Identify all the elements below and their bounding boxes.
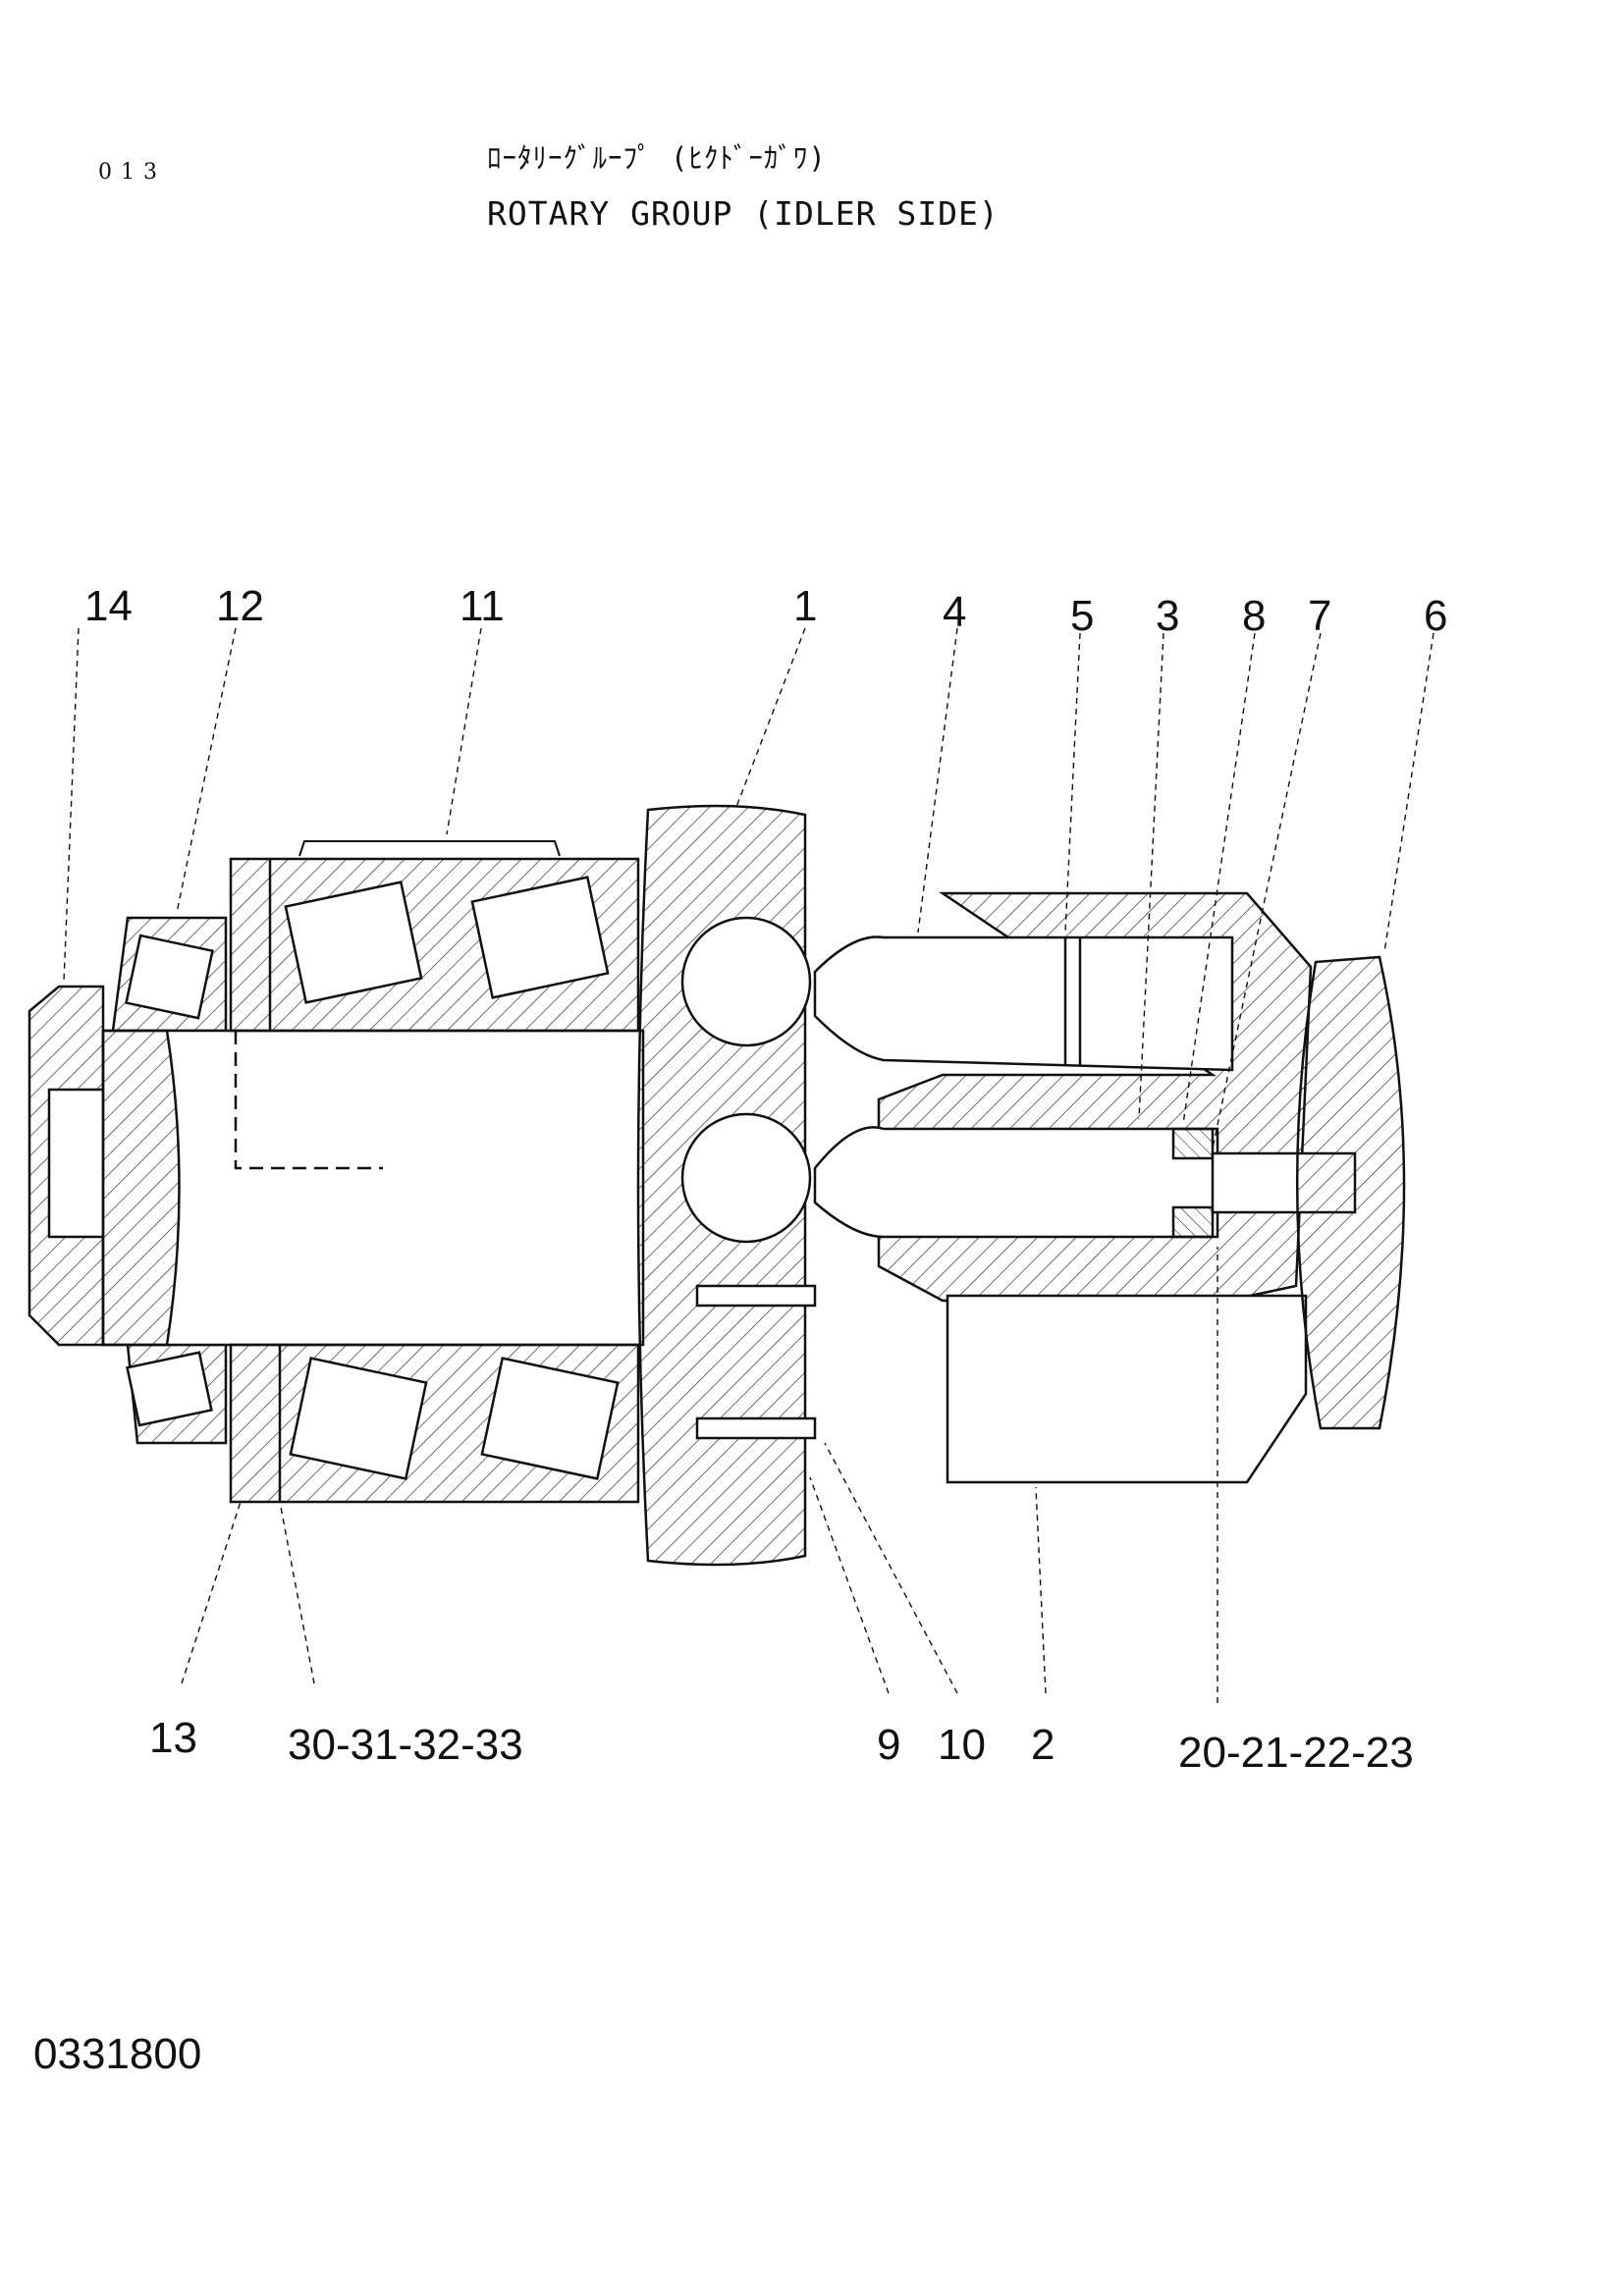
callout-5: 5 — [1070, 592, 1094, 640]
rotary-group-cross-section: 14 12 11 1 4 5 3 8 7 6 13 30-31-32-33 9 … — [27, 582, 1447, 1777]
callout-20-21-22-23: 20-21-22-23 — [1178, 1729, 1414, 1777]
callout-4: 4 — [943, 588, 966, 636]
part-4-piston-upper — [813, 935, 1234, 1072]
shaft-oil-passage — [234, 1031, 383, 1170]
callout-11: 11 — [460, 582, 505, 630]
drawing-number: 0331800 — [33, 2030, 202, 2078]
part-8-spring-lower — [1171, 1205, 1215, 1239]
part-11-roller-3 — [289, 1357, 428, 1480]
leader-5 — [1064, 632, 1081, 934]
part-11-roller-1 — [284, 881, 423, 1004]
part-2-block-base — [946, 1294, 1308, 1484]
callout-1: 1 — [793, 582, 817, 630]
part-12-roller-upper — [125, 934, 214, 1020]
part-11-bracket — [298, 840, 561, 857]
page-code: 013 — [98, 160, 166, 185]
leader-8 — [1182, 632, 1256, 1125]
callout-2: 2 — [1031, 1721, 1055, 1769]
leader-12 — [176, 627, 237, 914]
part-9-bolt-upper — [695, 1284, 817, 1308]
callout-14: 14 — [84, 582, 133, 630]
part-8-spring-upper — [1171, 1127, 1215, 1160]
part-11-roller-2 — [470, 876, 610, 999]
leader-30 — [279, 1501, 315, 1684]
callout-3: 3 — [1156, 592, 1179, 640]
leader-10 — [824, 1442, 958, 1694]
leader-lines — [63, 627, 1434, 1703]
leader-3 — [1138, 632, 1164, 1120]
leader-13 — [181, 1501, 242, 1684]
leader-6 — [1383, 632, 1434, 953]
leader-9 — [809, 1476, 890, 1694]
shaft-end-hatch — [101, 1029, 181, 1347]
leader-7 — [1212, 632, 1322, 1149]
callout-12: 12 — [216, 582, 264, 630]
leader-2 — [1035, 1486, 1047, 1694]
part-10-bolt-lower — [695, 1416, 817, 1440]
callout-30-31-32-33: 30-31-32-33 — [288, 1721, 523, 1769]
part-piston-lower — [813, 1126, 1219, 1239]
callout-8: 8 — [1242, 592, 1266, 640]
callout-13: 13 — [149, 1714, 197, 1762]
part-1-ball-lower — [680, 1112, 812, 1244]
callout-10: 10 — [938, 1721, 986, 1769]
part-6-valve-plate — [1295, 955, 1406, 1430]
title-japanese: ﾛｰﾀﾘｰｸﾞﾙｰﾌﾟ (ﾋｸﾄﾞｰｶﾞﾜ) — [487, 141, 827, 175]
callout-9: 9 — [877, 1721, 900, 1769]
callout-6: 6 — [1424, 592, 1447, 640]
drawing-body — [27, 804, 1406, 1567]
callouts: 14 12 11 1 4 5 3 8 7 6 13 30-31-32-33 9 … — [84, 582, 1447, 1777]
shaft — [101, 1029, 645, 1347]
leader-14 — [63, 627, 80, 983]
title-english: ROTARY GROUP (IDLER SIDE) — [487, 194, 1000, 233]
part-12-roller-lower — [126, 1351, 213, 1427]
part-11-roller-4 — [480, 1357, 620, 1480]
part-1-ball-upper — [680, 916, 812, 1047]
leader-4 — [917, 627, 958, 934]
callout-7: 7 — [1308, 592, 1331, 640]
leader-1 — [735, 627, 806, 808]
leader-11 — [446, 627, 482, 835]
